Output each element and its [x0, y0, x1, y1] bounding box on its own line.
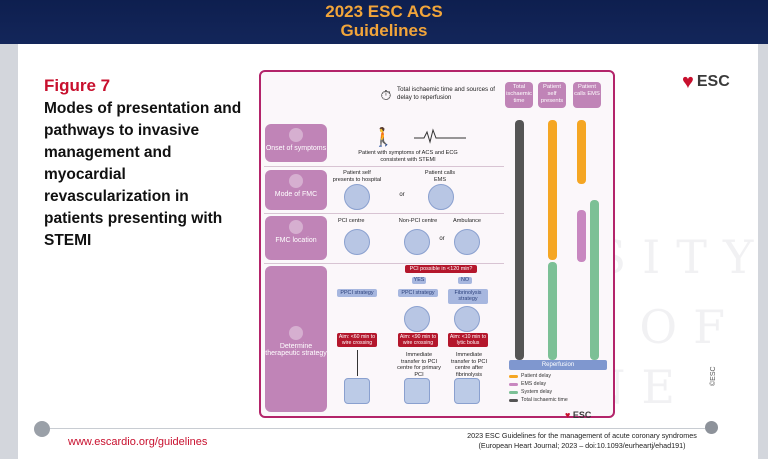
ambulance-icon [454, 229, 480, 255]
flow-arrow [357, 350, 358, 376]
fmc-or: or [399, 192, 405, 198]
row-divider [264, 213, 504, 214]
esc-logo: ♥ ESC [682, 72, 730, 92]
bar-total-ischaemic [515, 120, 524, 360]
onset-text: Patient with symptoms of ACS and ECG con… [358, 150, 458, 163]
loc-or: or [439, 236, 445, 242]
footer-divider [50, 428, 705, 429]
loc-pci: PCI centre [338, 218, 365, 224]
phone-icon [428, 184, 454, 210]
syringe-icon [454, 306, 480, 332]
heart-icon: ♥ [565, 410, 571, 420]
location-pin-icon [289, 220, 303, 234]
car-icon [344, 184, 370, 210]
loc-nonpci: Non-PCI centre [398, 218, 438, 224]
ambulance-icon [404, 306, 430, 332]
row-fmc-location: FMC location [265, 216, 327, 260]
ecg-icon [414, 128, 466, 144]
pci-possible: PCI possible in <120 min? [405, 265, 477, 273]
col-head-ems: Patient calls EMS [573, 82, 601, 108]
col-head-total: Total ischaemic time [505, 82, 533, 108]
cath-lab-icon [344, 378, 370, 404]
aim-10: Aim: <10 min to lytic bolus [448, 333, 488, 347]
legend-item: Patient delay [509, 372, 607, 380]
footer-citation: 2023 ESC Guidelines for the management o… [467, 431, 697, 450]
hospital-icon [454, 378, 480, 404]
hospital-icon [404, 378, 430, 404]
transfer-after-fibrinolysis: Immediate transfer to PCI centre after f… [450, 352, 488, 378]
heart-icon: ♥ [682, 71, 694, 93]
fmc-self-text: Patient self presents to hospital [332, 170, 382, 183]
footer-dot-left [34, 421, 50, 437]
no-pill: NO [458, 277, 472, 284]
row-onset: Onset of symptoms [265, 124, 327, 162]
banner-line-1: 2023 ESC ACS [325, 2, 443, 21]
right-slide-margin [758, 44, 768, 459]
esc-mini-logo: ♥ ESC [565, 410, 592, 420]
side-copyright: ©ESC [710, 366, 717, 386]
aim-60: Aim: <60 min to wire crossing [337, 333, 377, 347]
person-icon [289, 174, 303, 188]
loc-amb: Ambulance [453, 218, 481, 224]
stopwatch-icon: ⏱ [380, 87, 392, 103]
footer-dot-right [705, 421, 718, 434]
patient-icon: 🚶 [372, 127, 395, 147]
bar-ems-patient-delay [577, 120, 586, 184]
legend-item: EMS delay [509, 380, 607, 388]
fibrinolysis-strategy: Fibrinolysis strategy [448, 289, 488, 304]
yes-pill: YES [412, 277, 426, 284]
bar-self-system-delay [548, 262, 557, 360]
reperfusion-box: Reperfusion [509, 360, 607, 370]
row-strategy: Determine therapeutic strategy [265, 266, 327, 412]
left-slide-margin [0, 44, 18, 459]
transfer-primary-pci: Immediate transfer to PCI centre for pri… [397, 352, 441, 378]
legend-item: Total ischaemic time [509, 396, 607, 404]
hospital-icon [404, 229, 430, 255]
footer-url[interactable]: www.escardio.org/guidelines [68, 436, 208, 448]
col-head-self: Patient self presents [538, 82, 566, 108]
fmc-ems-text: Patient calls EMS [424, 170, 456, 183]
row-divider [264, 263, 504, 264]
figure-label: Figure 7 [44, 76, 111, 95]
bar-self-patient-delay [548, 120, 557, 260]
hospital-icon [344, 229, 370, 255]
top-note: Total ischaemic time and sources of dela… [397, 86, 496, 101]
esc-logo-text: ESC [696, 73, 730, 90]
ppci-strategy-2: PPCI strategy [398, 289, 438, 298]
strategy-icon [289, 326, 303, 340]
legend-item: System delay [509, 388, 607, 396]
ppci-strategy-1: PPCI strategy [337, 289, 377, 298]
clock-icon [289, 128, 303, 142]
bar-ems-ems-delay [577, 210, 586, 262]
row-divider [264, 166, 504, 167]
row-mode-fmc: Mode of FMC [265, 170, 327, 210]
bar-ems-system-delay [590, 200, 599, 360]
figure-description: Modes of presentation and pathways to in… [44, 100, 242, 249]
delay-legend: Patient delay EMS delay System delay Tot… [509, 372, 607, 404]
title-banner: 2023 ESC ACS Guidelines [0, 0, 768, 44]
aim-90: Aim: <90 min to wire crossing [398, 333, 438, 347]
banner-line-2: Guidelines [340, 21, 428, 40]
